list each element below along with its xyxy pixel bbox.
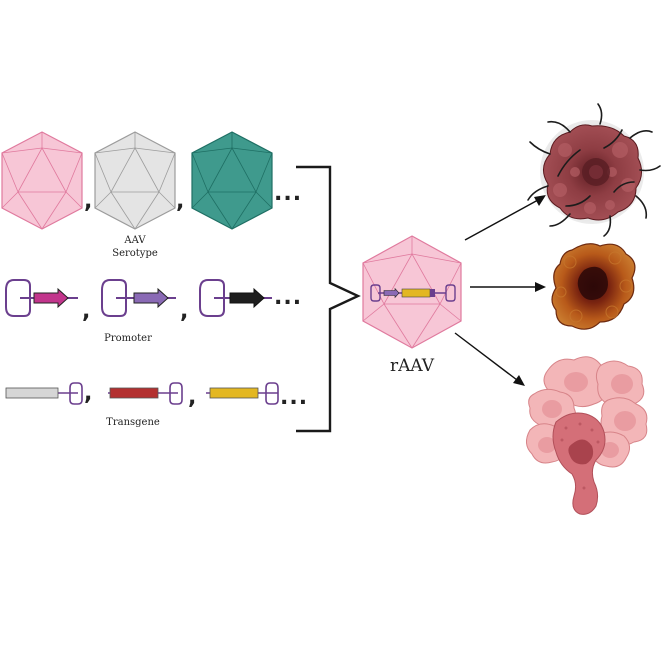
itr-transgene-icon <box>5 382 83 405</box>
tumor-vascularized-icon <box>527 103 661 237</box>
raav-label: rAAV <box>390 356 435 376</box>
ellipsis: ... <box>280 385 308 410</box>
promoter-arrow-magenta <box>33 287 69 309</box>
aav-capsid-gray-icon <box>94 131 176 230</box>
transgene-label: Transgene <box>106 417 160 428</box>
promoter-arrow-lavender <box>133 287 169 309</box>
separator-comma: , <box>188 385 196 410</box>
arrow-to-tumor-2 <box>470 282 546 292</box>
aav-capsid-pink-icon <box>1 131 83 230</box>
separator-comma: , <box>180 299 188 324</box>
arrow-to-tumor-1 <box>464 195 546 241</box>
ellipsis: ... <box>274 181 302 206</box>
itr-transgene-icon <box>108 382 183 405</box>
ellipsis: ... <box>274 285 302 310</box>
tumor-necrotic-icon <box>551 243 636 330</box>
promoter-arrow-black <box>229 287 265 309</box>
tumor-cell-cluster-icon <box>526 356 648 515</box>
promoter-label: Promoter <box>104 333 152 344</box>
separator-comma: , <box>84 189 92 214</box>
serotype-label-line1: AAV <box>123 235 146 246</box>
serotype-label-line2: Serotype <box>112 248 158 259</box>
raav-capsid-icon <box>362 235 462 349</box>
raav-cassette-icon <box>370 284 456 302</box>
itr-transgene-icon <box>206 382 279 405</box>
aav-capsid-teal-icon <box>191 131 273 230</box>
combination-brace <box>296 165 361 433</box>
separator-comma: , <box>82 299 90 324</box>
separator-comma: , <box>84 381 92 406</box>
arrow-to-tumor-3 <box>454 332 525 386</box>
separator-comma: , <box>176 189 184 214</box>
